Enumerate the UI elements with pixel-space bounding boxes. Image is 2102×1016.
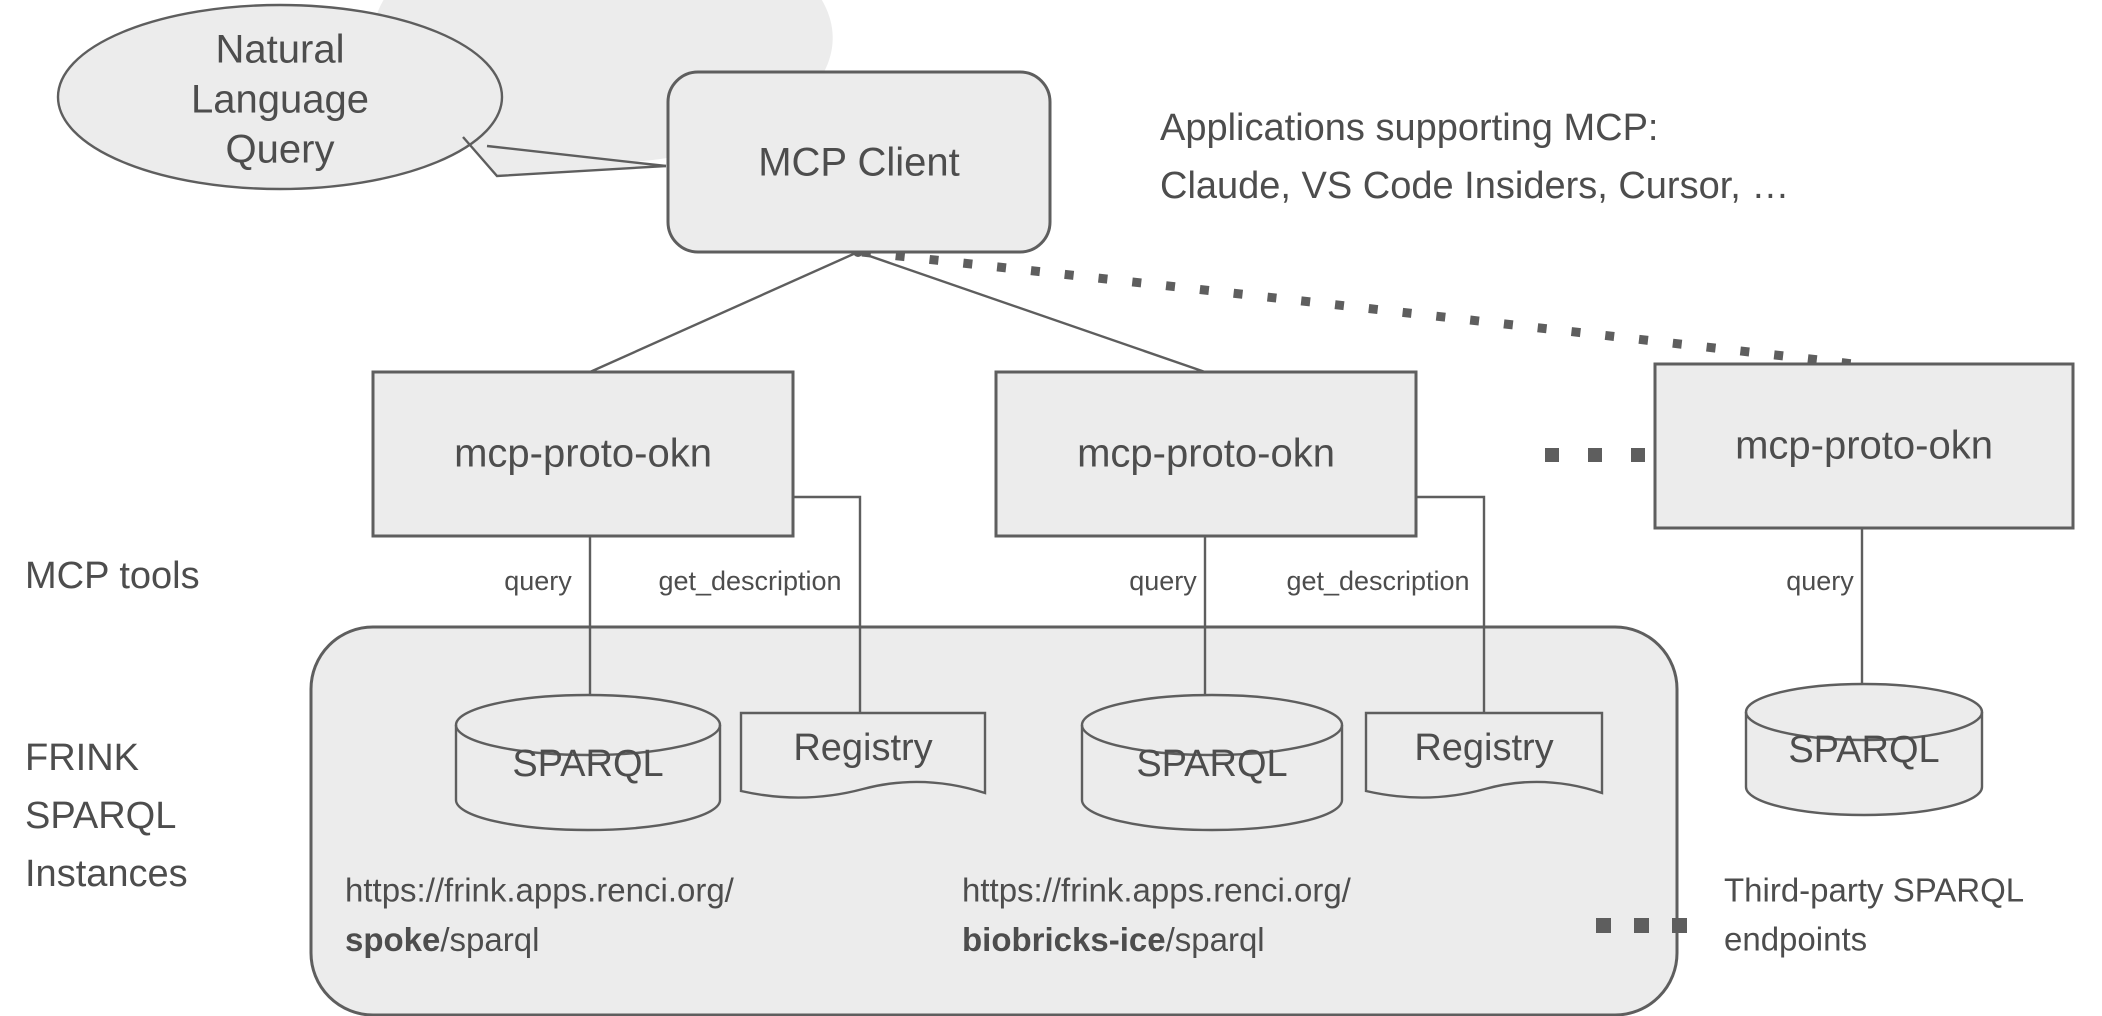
endpoint-biobricks-line-1: https://frink.apps.renci.org/ xyxy=(962,872,1352,909)
third-party-line-2: endpoints xyxy=(1724,921,1867,958)
tool-label-query-2: query xyxy=(1129,566,1197,596)
server-1-label: mcp-proto-okn xyxy=(454,432,712,476)
server-node-3[interactable]: mcp-proto-okn xyxy=(1653,362,2075,530)
server-node-1[interactable]: mcp-proto-okn xyxy=(371,370,795,538)
edge-client-server-2 xyxy=(857,250,1206,374)
server-to-datastore-edges xyxy=(588,495,1864,713)
sparql-cylinder-3[interactable]: SPARQL xyxy=(1744,682,1984,817)
sparql-3-label: SPARQL xyxy=(1788,729,1939,771)
frink-label-line-3: Instances xyxy=(25,853,188,895)
endpoint-spoke-line-2: spoke/sparql xyxy=(345,921,539,958)
frink-label-line-2: SPARQL xyxy=(25,795,176,837)
applications-note-line-2: Claude, VS Code Insiders, Cursor, … xyxy=(1160,165,1789,207)
registry-2-label: Registry xyxy=(1414,727,1553,769)
registry-document-1[interactable]: Registry xyxy=(739,711,987,799)
row-label-mcp-tools: MCP tools xyxy=(25,555,200,597)
tool-label-query-1: query xyxy=(504,566,572,596)
registry-document-2[interactable]: Registry xyxy=(1364,711,1604,799)
applications-note: Applications supporting MCP: Claude, VS … xyxy=(1160,107,1789,207)
edge-getdesc-2 xyxy=(1415,495,1486,713)
endpoint-spoke-name: spoke xyxy=(345,921,440,958)
row-label-frink-instances: FRINK SPARQL Instances xyxy=(25,737,188,895)
tool-label-query-3: query xyxy=(1786,566,1854,596)
sparql-cylinder-2[interactable]: SPARQL xyxy=(1080,693,1344,832)
sparql-2-label: SPARQL xyxy=(1136,743,1287,785)
third-party-line-1: Third-party SPARQL xyxy=(1724,872,2024,909)
server-2-label: mcp-proto-okn xyxy=(1077,432,1335,476)
endpoint-biobricks-name: biobricks-ice xyxy=(962,921,1166,958)
callout-line-2: Language xyxy=(191,78,369,122)
client-to-server-edges xyxy=(589,247,1863,374)
applications-note-line-1: Applications supporting MCP: xyxy=(1160,107,1658,149)
ellipsis-endpoints xyxy=(1596,918,1687,933)
callout-line-1: Natural xyxy=(216,28,345,72)
server-node-2[interactable]: mcp-proto-okn xyxy=(994,370,1418,538)
registry-1-label: Registry xyxy=(793,727,932,769)
endpoint-spoke-line-1: https://frink.apps.renci.org/ xyxy=(345,872,735,909)
sparql-1-label: SPARQL xyxy=(512,743,663,785)
endpoint-biobricks-path: /sparql xyxy=(1166,921,1265,958)
server-3-label: mcp-proto-okn xyxy=(1735,424,1993,468)
callout-line-3: Query xyxy=(226,128,335,172)
third-party-caption: Third-party SPARQL endpoints xyxy=(1724,872,2024,958)
tool-label-getdesc-1: get_description xyxy=(658,566,841,596)
mcp-client-label: MCP Client xyxy=(758,141,960,185)
endpoint-url-spoke: https://frink.apps.renci.org/ spoke/spar… xyxy=(345,872,735,958)
mcp-client-node[interactable]: MCP Client xyxy=(666,70,1052,254)
endpoint-biobricks-line-2: biobricks-ice/sparql xyxy=(962,921,1265,958)
tool-labels: query get_description query get_descript… xyxy=(504,566,1854,596)
endpoint-url-biobricks: https://frink.apps.renci.org/ biobricks-… xyxy=(962,872,1352,958)
mcp-tools-label: MCP tools xyxy=(25,555,200,597)
edge-client-server-1 xyxy=(589,250,859,374)
edge-client-server-3-dotted xyxy=(861,247,1863,370)
sparql-cylinder-1[interactable]: SPARQL xyxy=(454,693,722,832)
edge-getdesc-1 xyxy=(793,495,862,713)
frink-label-line-1: FRINK xyxy=(25,737,139,779)
tool-label-getdesc-2: get_description xyxy=(1286,566,1469,596)
ellipsis-servers xyxy=(1545,448,1645,462)
endpoint-spoke-path: /sparql xyxy=(440,921,539,958)
